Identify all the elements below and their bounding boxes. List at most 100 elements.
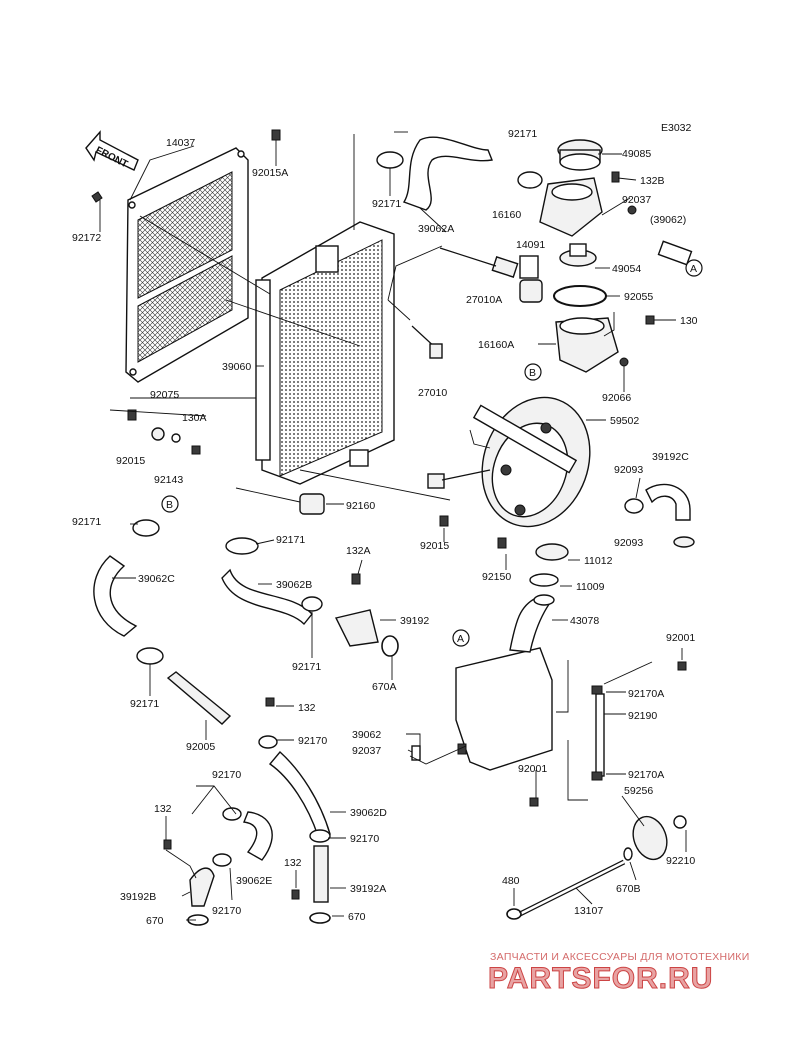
radiator xyxy=(255,221,395,485)
hose-piece xyxy=(657,240,693,266)
part-label: 92170 xyxy=(350,833,379,845)
part-label: 92093 xyxy=(614,537,643,549)
callout-b-label: B xyxy=(529,367,536,379)
o-ring-670B xyxy=(623,847,633,861)
fan-switch xyxy=(519,255,543,303)
front-arrow-icon: FRONT xyxy=(85,130,139,171)
hose-clamp xyxy=(301,596,323,612)
part-label: 92055 xyxy=(624,291,653,303)
grommet-92160 xyxy=(299,493,325,515)
part-label: 130A xyxy=(182,412,207,424)
part-label: 132B xyxy=(640,175,665,187)
part-label: 11012 xyxy=(584,555,613,567)
reserve-tank xyxy=(455,594,555,771)
thermostat-housing xyxy=(539,177,603,237)
seal-11012 xyxy=(535,543,569,561)
leader-lines xyxy=(99,131,687,921)
thermostat-lower-housing xyxy=(555,317,619,373)
bolt-icon xyxy=(529,797,539,807)
bolt-icon xyxy=(291,889,300,900)
part-label: 13107 xyxy=(574,905,603,917)
bolt-icon xyxy=(171,433,181,443)
part-label: 92066 xyxy=(602,392,631,404)
part-label: 670B xyxy=(616,883,641,895)
part-label: 92170A xyxy=(628,769,664,781)
part-label: 92015 xyxy=(116,455,145,467)
bolt-icon xyxy=(611,171,620,183)
part-label: 39062E xyxy=(236,875,272,887)
bolt-icon xyxy=(497,537,507,549)
callout-b: B xyxy=(161,495,179,513)
bolt-icon xyxy=(439,515,449,527)
part-label: 39062B xyxy=(276,579,312,591)
part-label: 92171 xyxy=(72,516,101,528)
callout-b-label: B xyxy=(166,499,173,511)
fan-connector xyxy=(427,473,445,489)
part-label: 39062D xyxy=(350,807,387,819)
callout-a: A xyxy=(452,629,470,647)
bolt-icon xyxy=(91,191,103,203)
hose-39062C xyxy=(93,555,138,637)
part-label: 39192C xyxy=(652,451,689,463)
part-label: 92170 xyxy=(212,905,241,917)
radiator-screen xyxy=(125,147,249,383)
upper-hose xyxy=(402,136,493,211)
hose-clamp xyxy=(376,151,404,169)
part-label: 132A xyxy=(346,545,371,557)
thermostat xyxy=(559,243,597,267)
part-label: 16160 xyxy=(492,209,521,221)
part-label: 92015 xyxy=(420,540,449,552)
hose-clamp xyxy=(132,519,160,537)
o-ring-670 xyxy=(309,912,331,924)
part-label: 92171 xyxy=(372,198,401,210)
hose-39062E xyxy=(243,811,273,861)
part-label: 92143 xyxy=(154,474,183,486)
bolt-icon xyxy=(265,697,275,707)
part-label: 132 xyxy=(298,702,316,714)
part-label: 130 xyxy=(680,315,698,327)
watermark-tagline: ЗАПЧАСТИ И АКСЕССУАРЫ ДЛЯ МОТОТЕХНИКИ xyxy=(490,951,750,963)
callout-a-label: A xyxy=(690,263,697,275)
part-label: 49085 xyxy=(622,148,651,160)
part-label: 92075 xyxy=(150,389,179,401)
part-label: 49054 xyxy=(612,263,641,275)
part-label: 670 xyxy=(146,915,164,927)
fitting-39192A xyxy=(313,845,329,903)
part-label: 92170 xyxy=(298,735,327,747)
impeller-59256 xyxy=(632,815,668,861)
part-label: 92171 xyxy=(508,128,537,140)
part-label: 39192A xyxy=(350,883,386,895)
part-label: 92037 xyxy=(622,194,651,206)
hose-clamp xyxy=(212,853,232,867)
part-label: 16160A xyxy=(478,339,514,351)
diagram-code: E3032 xyxy=(661,122,692,134)
fan-wire xyxy=(441,469,491,481)
part-label: 39062A xyxy=(418,223,454,235)
part-label: 43078 xyxy=(570,615,599,627)
temp-sensor xyxy=(439,247,519,278)
temp-sensor-small xyxy=(429,343,443,359)
hose-clamp xyxy=(222,807,242,821)
part-label: 132 xyxy=(154,803,172,815)
bolt-icon xyxy=(591,771,603,781)
bolt-icon xyxy=(457,743,467,755)
part-label: 92160 xyxy=(346,500,375,512)
part-label: 39192B xyxy=(120,891,156,903)
part-label: 480 xyxy=(502,875,520,887)
part-label: 14037 xyxy=(166,137,195,149)
hose-clamp xyxy=(309,829,331,843)
bolt-icon xyxy=(151,427,165,441)
callout-a-label: A xyxy=(457,633,464,645)
part-label: 92170A xyxy=(628,688,664,700)
overflow-pipe xyxy=(595,693,605,777)
part-label: 92150 xyxy=(482,571,511,583)
part-label: 11009 xyxy=(576,581,605,593)
part-label: 92171 xyxy=(130,698,159,710)
bolt-icon xyxy=(127,409,137,421)
part-label: 59502 xyxy=(610,415,639,427)
callout-a: A xyxy=(685,259,703,277)
part-label: 132 xyxy=(284,857,302,869)
part-labels: 14037 92015A 92172 92171 92171 39062A 49… xyxy=(72,128,698,927)
part-label: 14091 xyxy=(516,239,545,251)
part-label: 670 xyxy=(348,911,366,923)
